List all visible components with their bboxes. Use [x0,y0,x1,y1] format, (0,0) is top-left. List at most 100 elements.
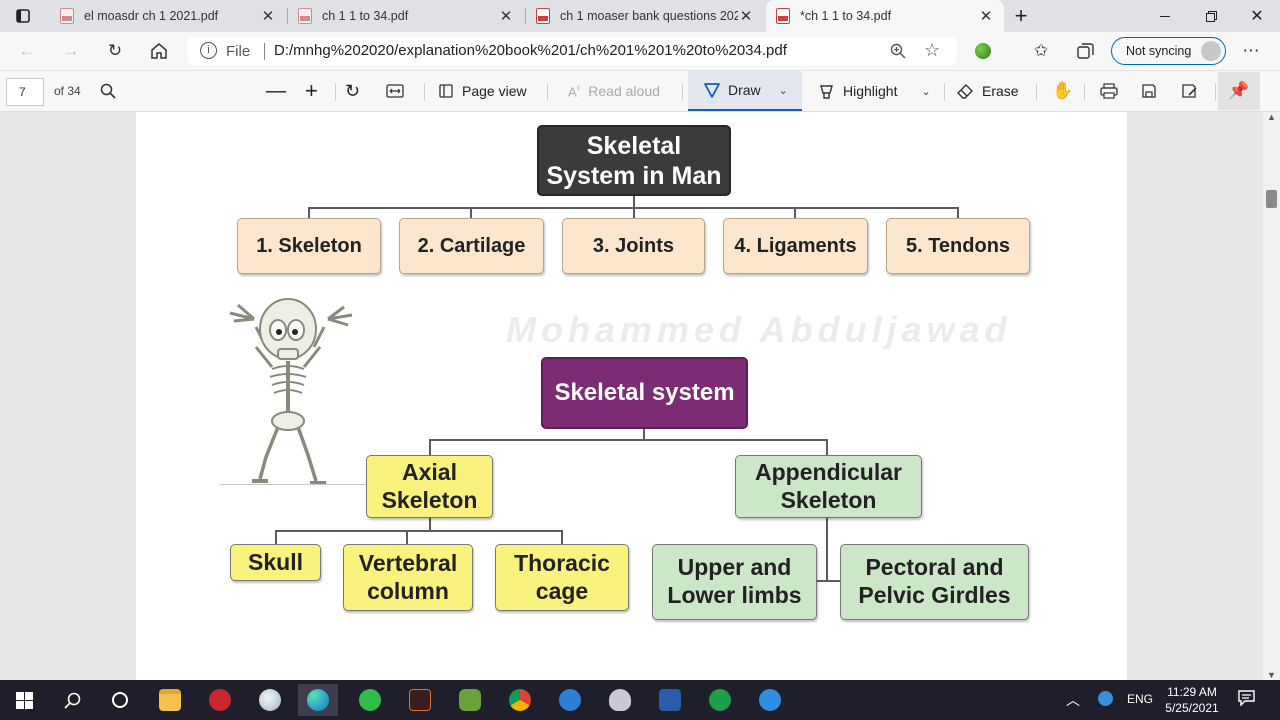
scroll-down-arrow-icon[interactable]: ▼ [1267,670,1276,680]
chevron-down-icon[interactable]: ⌄ [778,84,788,97]
cortana-button[interactable] [100,684,140,716]
search-taskbar-button[interactable] [52,684,92,716]
close-tab-icon[interactable]: ✕ [261,8,275,25]
touch-write-button[interactable]: ✋ [1052,71,1073,111]
highlight-button[interactable]: Highlight ⌄ [818,71,931,111]
camera-app-icon [759,689,781,711]
fit-width-icon [386,84,404,98]
tab-ch1-1-to-34[interactable]: ch 1 1 to 34.pdf ✕ [288,0,524,32]
taskbar-refresh-app[interactable] [700,684,740,716]
start-button[interactable] [4,684,44,716]
fit-to-page-button[interactable] [386,71,404,111]
page-view-button[interactable]: Page view [438,71,527,111]
tab-strip: el moasdr ch 1 2021.pdf ✕ ch 1 1 to 34.p… [0,0,1280,32]
toolbar-separator [547,83,548,101]
taskbar-word[interactable] [650,684,690,716]
highlighter-icon [820,84,833,99]
chevron-down-icon[interactable]: ⌄ [921,85,931,98]
url-text[interactable]: D:/mnhg%202020/explanation%20book%201/ch… [274,42,787,59]
item-tendons: 5. Tendons [886,218,1030,274]
taskbar-bluetooth-app[interactable] [550,684,590,716]
print-button[interactable] [1100,71,1118,111]
taskbar-brain-app[interactable] [600,684,640,716]
refresh-button[interactable]: ↻ [100,36,130,66]
tab-ch1-1-to-34-active[interactable]: *ch 1 1 to 34.pdf ✕ [766,0,1004,32]
find-button[interactable] [100,71,116,111]
cortana-circle-icon [112,692,128,708]
whatsapp-icon [359,689,381,711]
zoom-icon[interactable] [890,43,906,59]
address-bar[interactable]: i File D:/mnhg%202020/explanation%20book… [188,37,956,65]
add-favorite-icon[interactable]: ☆ [924,40,941,60]
page-view-icon [439,84,453,98]
read-aloud-icon: A‹ [568,82,581,100]
close-window-button[interactable]: ✕ [1234,0,1280,32]
scrollbar-thumb[interactable] [1266,190,1277,208]
collections-button[interactable] [1070,36,1100,66]
show-hidden-icons-button[interactable]: ︿ [1066,690,1080,710]
sync-label: Not syncing [1126,44,1192,58]
taskbar-game-app[interactable] [450,684,490,716]
taskbar-paint-app[interactable] [250,684,290,716]
pdf-toolbar: 7 of 34 — + ↻ Page view A‹ Read aloud Dr… [0,70,1280,112]
taskbar-whatsapp[interactable] [350,684,390,716]
close-tab-icon[interactable]: ✕ [979,8,993,25]
zoom-out-button[interactable]: — [266,71,286,111]
back-button[interactable]: ← [12,36,42,66]
globe-extension-icon [975,43,991,59]
zoom-in-button[interactable]: + [305,71,318,111]
taskbar-camera-app[interactable] [750,684,790,716]
extension-button[interactable] [968,36,998,66]
favorites-button[interactable]: ✩ [1026,36,1056,66]
scroll-up-arrow-icon[interactable]: ▲ [1267,112,1276,122]
taskbar-media-app[interactable] [400,684,440,716]
close-tab-icon[interactable]: ✕ [499,8,513,25]
restore-button[interactable] [1188,0,1234,32]
skeletal-system-root: Skeletal system [541,357,748,429]
draw-button[interactable]: Draw ⌄ [688,71,802,111]
clock[interactable]: 11:29 AM 5/25/2021 [1160,684,1224,716]
language-indicator[interactable]: ENG [1127,692,1154,706]
toolbar-separator [424,83,425,101]
windows-logo-icon [15,691,33,709]
page-number-input[interactable]: 7 [6,78,44,106]
profile-sync-button[interactable]: Not syncing [1111,37,1226,65]
brain-app-icon [609,689,631,711]
taskbar-chrome[interactable] [500,684,540,716]
home-button[interactable] [144,36,174,66]
more-icon: ⋯ [1242,41,1260,60]
taskbar-file-explorer[interactable] [150,684,190,716]
connector [633,196,635,208]
info-icon[interactable]: i [200,42,217,59]
forward-button[interactable]: → [56,36,86,66]
eraser-icon [957,83,973,99]
tab-actions-button[interactable] [0,0,46,32]
save-button[interactable] [1141,71,1157,111]
tab-el-moasdr[interactable]: el moasdr ch 1 2021.pdf ✕ [50,0,286,32]
close-tab-icon[interactable]: ✕ [739,8,753,25]
vertical-scrollbar[interactable]: ▲ ▼ [1263,112,1280,680]
taskbar-pdf-app[interactable] [200,684,240,716]
page-total: of 34 [54,84,81,98]
erase-button[interactable]: Erase [957,71,1019,111]
pin-toolbar-button[interactable]: 📌 [1218,72,1260,110]
media-app-icon [409,689,431,711]
read-aloud-button[interactable]: A‹ Read aloud [568,71,660,111]
minus-icon: — [266,79,286,102]
minimize-button[interactable] [1142,0,1188,32]
tab-label: ch 1 1 to 34.pdf [322,9,409,23]
taskbar-edge-browser[interactable] [298,684,338,716]
save-as-button[interactable] [1181,71,1198,111]
close-icon: ✕ [1250,8,1264,25]
tab-separator [287,8,288,24]
connector [275,530,563,532]
search-icon [63,692,80,709]
tray-app-button[interactable] [1098,691,1113,706]
new-tab-button[interactable]: + [998,0,1044,32]
tab-moaser-bank-questions[interactable]: ch 1 moaser bank questions 2021 ✕ [526,0,764,32]
settings-more-button[interactable]: ⋯ [1236,36,1266,66]
rotate-button[interactable]: ↻ [345,71,360,111]
notifications-button[interactable] [1238,690,1255,709]
